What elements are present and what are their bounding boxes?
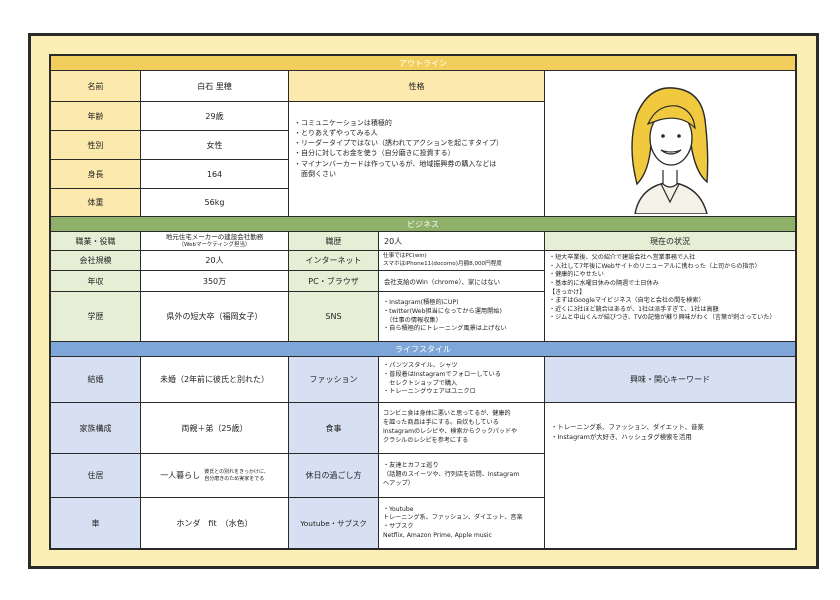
housing-value: 一人暮らし: [160, 471, 201, 480]
personality-text: ・コミュニケーションは積極的 ・とりあえずやってみる人 ・リーダータイプではない…: [294, 119, 503, 178]
internet-value: 仕事ではPC(win) スマホはiPhone11(docomo)月額8,000円…: [383, 253, 502, 267]
status-text: ・短大卒業後、父の紹介で建設会社へ営業事務で入社 ・入社して7年後にWebサイト…: [549, 254, 776, 322]
interest-text: ・トレーニング系、ファッション、ダイエット、音楽 ・Instagramが大好き、…: [551, 423, 704, 441]
fashion-value: ・パンツスタイル、シャツ ・普段着はInstagramでフォローしている セレク…: [383, 362, 501, 396]
sns-label: SNS: [289, 292, 379, 342]
fashion-label: ファッション: [289, 357, 379, 403]
tenure-label: 職歴: [289, 232, 379, 251]
sns-value: ・Instagram(積極的にUP) ・twitter(Web担当になってから運…: [383, 299, 507, 333]
height-label: 身長: [51, 160, 141, 189]
housing-label: 住居: [51, 454, 141, 498]
job-cell: 地元住宅メーカーの建設会社勤務 （Webマーケティング担当）: [141, 232, 289, 251]
pc-browser-value: 会社支給のWin（chrome）、家にはない: [379, 271, 545, 292]
internet-cell: 仕事ではPC(win) スマホはiPhone11(docomo)月額8,000円…: [379, 251, 545, 271]
age-value: 29歳: [141, 102, 289, 131]
interest-cell: ・トレーニング系、ファッション、ダイエット、音楽 ・Instagramが大好き、…: [545, 403, 795, 548]
woman-portrait-icon: [631, 86, 709, 214]
portrait-cell: [545, 71, 795, 217]
car-label: 車: [51, 498, 141, 548]
food-cell: コンビニ食は身体に悪いと思ってるが、健康的 を謳った商品は手にする。自炊もしてい…: [379, 403, 545, 454]
holiday-cell: ・友達とカフェ巡り （話題のスイーツや、行列店を訪問、Instagram へアッ…: [379, 454, 545, 498]
gender-value: 女性: [141, 131, 289, 160]
job-value: 地元住宅メーカーの建設会社勤務: [165, 233, 264, 242]
car-value: ホンダ fit （水色）: [141, 498, 289, 548]
job-sub: （Webマーケティング担当）: [178, 241, 251, 248]
holiday-value: ・友達とカフェ巡り （話題のスイーツや、行列店を訪問、Instagram へアッ…: [383, 462, 520, 487]
tenure-value: 20人: [379, 232, 545, 251]
pc-browser-label: PC・ブラウザ: [289, 271, 379, 292]
marriage-label: 結婚: [51, 357, 141, 403]
education-value: 県外の短大卒（福岡女子）: [141, 292, 289, 342]
interest-label: 興味・関心キーワード: [545, 357, 795, 403]
youtube-label: Youtube・サブスク: [289, 498, 379, 548]
personality-cell: ・コミュニケーションは積極的 ・とりあえずやってみる人 ・リーダータイプではない…: [289, 102, 545, 217]
holiday-label: 休日の過ごし方: [289, 454, 379, 498]
name-label: 名前: [51, 71, 141, 102]
status-label: 現在の状況: [545, 232, 795, 251]
company-size-value: 20人: [141, 251, 289, 271]
lifestyle-section-bar: ライフスタイル: [51, 342, 795, 357]
weight-label: 体重: [51, 189, 141, 217]
status-cell: ・短大卒業後、父の紹介で建設会社へ営業事務で入社 ・入社して7年後にWebサイト…: [545, 251, 795, 342]
food-label: 食事: [289, 403, 379, 454]
marriage-value: 未婚（2年前に彼氏と別れた）: [141, 357, 289, 403]
persona-sheet: アウトライン 名前 白石 里穂 年齢 29歳 性別 女性 身長 164 体重 5…: [45, 51, 803, 553]
education-label: 学歴: [51, 292, 141, 342]
youtube-value: ・Youtube トレーニング系、ファッション、ダイエット、音楽 ・サブスク N…: [383, 505, 523, 539]
height-value: 164: [141, 160, 289, 189]
weight-value: 56kg: [141, 189, 289, 217]
gender-label: 性別: [51, 131, 141, 160]
housing-note: 彼氏との別れをきっかけに、 自分磨きのため実家をでる: [204, 468, 269, 482]
income-label: 年収: [51, 271, 141, 292]
yellow-frame: アウトライン 名前 白石 里穂 年齢 29歳 性別 女性 身長 164 体重 5…: [28, 33, 819, 569]
family-value: 両親＋弟（25歳）: [141, 403, 289, 454]
age-label: 年齢: [51, 102, 141, 131]
outline-section-bar: アウトライン: [51, 56, 795, 71]
internet-label: インターネット: [289, 251, 379, 271]
fashion-cell: ・パンツスタイル、シャツ ・普段着はInstagramでフォローしている セレク…: [379, 357, 545, 403]
name-value: 白石 里穂: [141, 71, 289, 102]
food-value: コンビニ食は身体に悪いと思ってるが、健康的 を謳った商品は手にする。自炊もしてい…: [383, 410, 518, 444]
sns-cell: ・Instagram(積極的にUP) ・twitter(Web担当になってから運…: [379, 292, 545, 342]
job-label: 職業・役職: [51, 232, 141, 251]
business-section-bar: ビジネス: [51, 217, 795, 232]
income-value: 350万: [141, 271, 289, 292]
sheet-table: アウトライン 名前 白石 里穂 年齢 29歳 性別 女性 身長 164 体重 5…: [49, 54, 797, 550]
housing-cell: 一人暮らし 彼氏との別れをきっかけに、 自分磨きのため実家をでる: [141, 454, 289, 498]
youtube-cell: ・Youtube トレーニング系、ファッション、ダイエット、音楽 ・サブスク N…: [379, 498, 545, 548]
family-label: 家族構成: [51, 403, 141, 454]
personality-label: 性格: [289, 71, 545, 102]
company-size-label: 会社規模: [51, 251, 141, 271]
